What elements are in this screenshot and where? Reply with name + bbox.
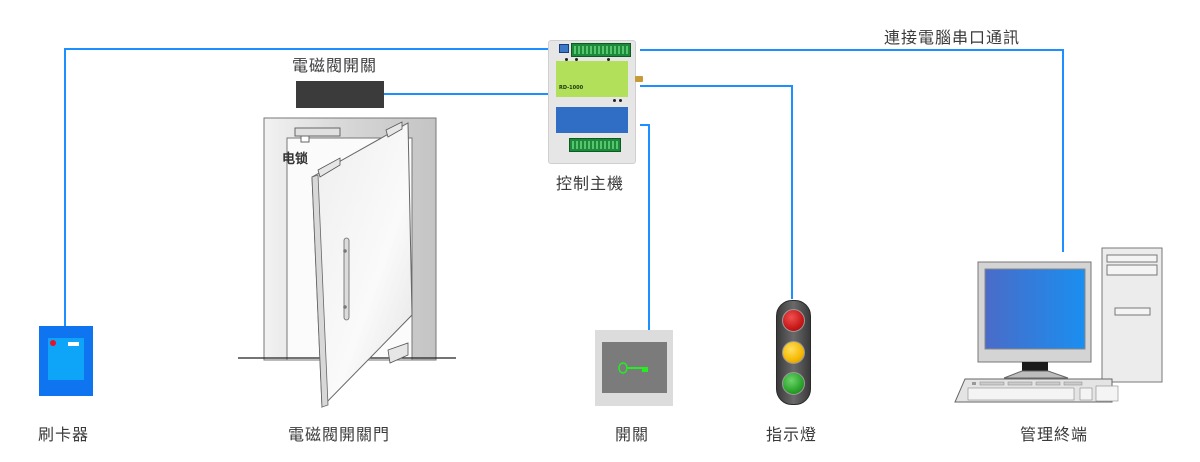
- wire-controller-terminal-top: [640, 49, 1064, 51]
- solenoid-switch-device[interactable]: [296, 81, 384, 108]
- terminal-device[interactable]: [950, 245, 1170, 410]
- serial-connection-label: 連接電腦串口通訊: [884, 28, 1021, 47]
- computer-icon: [954, 247, 1163, 403]
- terminal-label: 管理終端: [1020, 425, 1089, 444]
- card-reader-device[interactable]: [39, 326, 93, 396]
- card-reader-label: 刷卡器: [38, 425, 90, 444]
- wire-controller-terminal-down: [1062, 49, 1064, 252]
- controller-device[interactable]: RD-1000: [548, 40, 643, 164]
- electric-lock-label: 电锁: [282, 152, 309, 167]
- wire-controller-key-switch-down: [648, 124, 650, 330]
- key-switch-plate: [602, 342, 667, 393]
- controller-green-panel: RD-1000: [556, 61, 628, 97]
- usb-port-icon: [559, 44, 569, 53]
- key-icon: [618, 362, 648, 374]
- indicator-light-label: 指示燈: [766, 425, 818, 444]
- solenoid-switch-label: 電磁閥開關: [292, 56, 378, 75]
- wire-controller-solenoid: [384, 93, 548, 95]
- yellow-lamp-icon: [782, 341, 805, 364]
- indicator-dot: [619, 99, 622, 102]
- controller-model-label: RD-1000: [559, 85, 584, 91]
- indicator-dot: [565, 58, 568, 61]
- indicator-dot: [613, 99, 616, 102]
- antenna-connector-icon: [635, 76, 643, 82]
- bottom-terminal-block: [569, 138, 621, 152]
- door-illustration[interactable]: 电锁: [230, 115, 460, 415]
- status-led-icon: [50, 340, 56, 346]
- card-slot-icon: [68, 342, 79, 346]
- key-switch-device[interactable]: [595, 330, 673, 406]
- green-lamp-icon: [782, 372, 805, 395]
- wire-controller-indicator-top: [640, 85, 793, 87]
- wire-controller-card-reader-down: [64, 48, 66, 326]
- door-label: 電磁閥開關門: [288, 425, 391, 444]
- key-switch-label: 開關: [615, 425, 650, 444]
- wire-controller-key-switch-top: [640, 124, 650, 126]
- glass-door-icon: [238, 117, 456, 409]
- wire-controller-card-reader-top: [64, 48, 548, 50]
- indicator-dot: [575, 58, 578, 61]
- indicator-light-device[interactable]: [776, 300, 811, 405]
- controller-blue-panel: [556, 107, 628, 133]
- red-lamp-icon: [782, 309, 805, 332]
- wire-controller-indicator-down: [791, 85, 793, 299]
- top-terminal-block: [571, 43, 631, 57]
- indicator-dot: [607, 58, 610, 61]
- controller-label: 控制主機: [556, 174, 625, 193]
